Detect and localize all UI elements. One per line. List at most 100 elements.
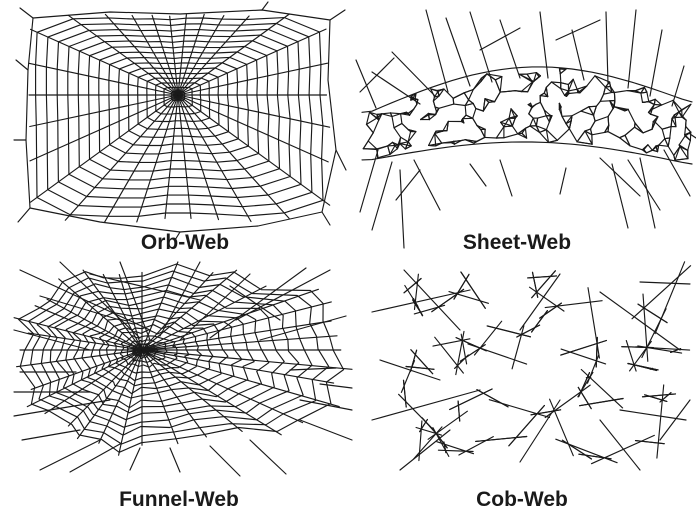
sheet-mesh-thread [649,99,656,101]
sheet-mesh-thread [496,127,504,138]
cob-thread [517,325,540,337]
orb-anchor-thread [322,212,330,225]
sheet-support-thread [470,164,486,186]
sheet-mesh-thread [557,129,569,141]
sheet-mesh-thread [614,91,627,93]
sheet-mesh-thread [500,77,502,93]
cob-thread [579,373,590,397]
sheet-mesh-thread [662,129,665,139]
sheet-mesh-thread [595,117,608,122]
cob-thread [509,406,545,446]
cob-thread [520,400,560,462]
sheet-mesh-thread [644,87,647,92]
funnel-scaffold-thread [230,286,280,320]
sheet-support-thread [672,66,684,106]
sheet-web-label: Sheet-Web [463,231,571,254]
sheet-support-thread [540,12,548,78]
sheet-mesh-thread [546,122,549,130]
sheet-mesh-thread [605,86,610,87]
sheet-mesh-thread [671,118,672,126]
sheet-mesh-thread [662,100,673,105]
orb-anchor-thread [262,2,268,10]
sheet-mesh-thread [546,82,551,87]
sheet-mesh-thread [477,137,485,141]
cob-thread [561,341,607,356]
funnel-radial-thread [31,350,142,389]
sheet-mesh-thread [585,129,591,131]
sheet-support-thread [664,150,690,196]
sheet-mesh-thread [453,98,454,104]
funnel-scaffold-thread [170,448,180,472]
sheet-mesh-thread [571,116,572,121]
cob-thread [406,367,434,370]
sheet-mesh-thread [429,145,436,146]
funnel-scaffold-thread [130,448,140,470]
sheet-support-thread [446,18,470,86]
sheet-mesh-thread [587,76,595,86]
sheet-mesh-thread [495,77,502,80]
sheet-mesh-thread [466,115,473,118]
sheet-mesh-thread [641,93,643,102]
sheet-support-thread [612,164,628,228]
funnel-web-drawing [14,262,352,476]
sheet-mesh-thread [377,146,388,149]
sheet-mesh-thread [649,102,655,105]
orb-anchor-thread [18,208,30,222]
sheet-mesh-thread [429,133,435,145]
sheet-mesh-thread [439,104,454,108]
sheet-mesh-thread [647,150,653,153]
sheet-mesh-thread [651,114,658,117]
cob-thread [476,437,527,442]
sheet-mesh-thread [560,68,561,74]
sheet-mesh-thread [388,146,390,155]
sheet-support-thread [414,160,440,210]
cob-thread [461,272,485,308]
sheet-mesh-thread [594,115,596,121]
sheet-mesh-thread [401,137,409,142]
sheet-mesh-thread [659,145,669,146]
funnel-scaffold-thread [14,330,90,350]
sheet-mesh-thread [544,87,546,93]
sheet-mesh-thread [596,101,600,106]
sheet-mesh-thread [500,91,515,92]
sheet-mesh-thread [402,124,408,130]
sheet-mesh-thread [643,102,649,103]
sheet-mesh-thread [569,89,578,91]
sheet-mesh-thread [628,109,635,123]
sheet-mesh-thread [421,114,429,120]
sheet-mesh-thread [525,126,530,128]
sheet-support-thread [396,170,420,200]
sheet-mesh-thread [363,149,377,150]
sheet-mesh-thread [688,141,691,151]
funnel-web-label: Funnel-Web [119,488,239,511]
sheet-mesh-thread [530,118,533,126]
sheet-mesh-thread [473,81,481,89]
sheet-mesh-thread [659,139,665,146]
cob-thread [433,430,447,448]
sheet-mesh-thread [461,140,465,141]
sheet-support-thread [400,170,404,248]
sheet-mesh-thread [527,73,536,75]
orb-anchor-thread [20,8,33,18]
sheet-mesh-thread [443,131,447,132]
sheet-support-thread [600,158,640,196]
sheet-mesh-thread [562,116,566,123]
sheet-mesh-thread [642,145,648,150]
funnel-scaffold-thread [300,420,352,440]
sheet-outline-thread [362,142,692,164]
sheet-mesh-thread [620,135,625,137]
cob-thread [437,442,474,454]
sheet-mesh-thread [594,106,597,115]
sheet-support-thread [500,160,512,196]
sheet-mesh-thread [648,145,653,150]
sheet-support-thread [356,60,376,108]
sheet-mesh-thread [573,79,577,89]
sheet-mesh-thread [533,118,536,126]
cob-thread [640,282,690,284]
sheet-mesh-thread [473,104,476,109]
cob-thread [556,439,617,463]
sheet-mesh-thread [414,104,417,109]
sheet-mesh-thread [682,104,691,117]
sheet-mesh-thread [454,104,466,105]
sheet-mesh-thread [390,113,400,114]
